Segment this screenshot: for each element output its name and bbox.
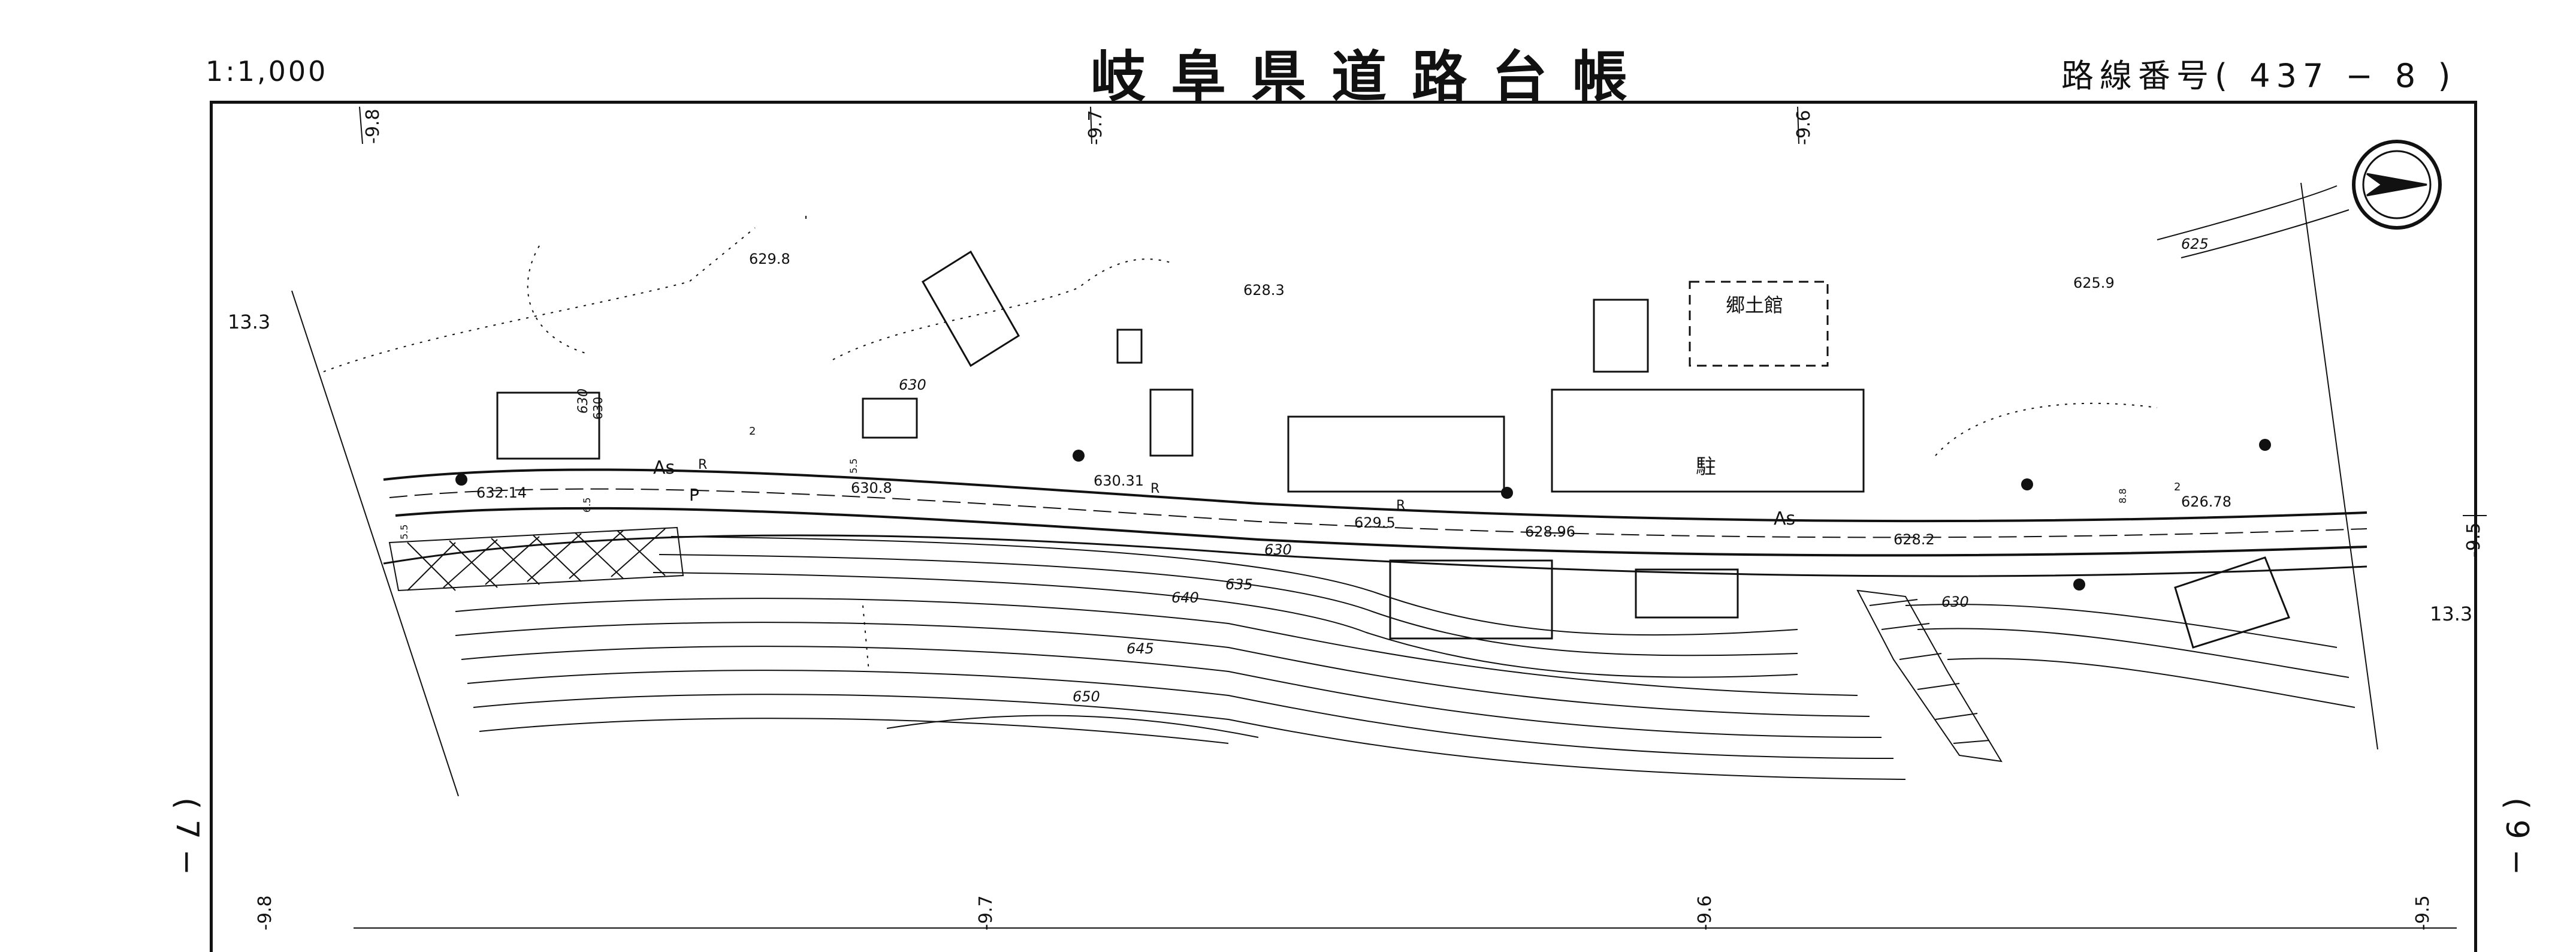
map-labels: 629.8 628.3 625.9 632.14 630.8 630.31 62… — [228, 109, 2484, 930]
elev-630-8: 630.8 — [851, 480, 892, 496]
survey-boundary — [291, 182, 2378, 797]
contour-645: 645 — [1127, 640, 1154, 657]
map-title: 岐阜県道路台帳 — [1091, 45, 1653, 109]
surface-as-west: As — [653, 457, 675, 478]
mark-5-5b: 5.5 — [848, 459, 859, 474]
grid-ticks — [354, 106, 2487, 929]
mark-2-west: 2 — [749, 425, 756, 438]
contour-630-c: 630 — [1941, 594, 1969, 610]
contour-630-d: 630 — [576, 388, 591, 414]
left-sheet-label: ( 7 − — [169, 797, 205, 875]
surface-p: P — [689, 485, 699, 505]
route-label: 路線番号 — [2061, 57, 2215, 95]
surface-r-3: R — [1396, 498, 1405, 513]
elev-628-96: 628.96 — [1525, 523, 1575, 540]
contour-625: 625 — [2181, 236, 2209, 252]
grid-bottom-4: -9.5 — [2412, 895, 2433, 930]
mark-630-wall: 630 — [591, 397, 605, 420]
elev-629-5: 629.5 — [1354, 514, 1396, 531]
road-lines — [383, 468, 2367, 577]
map-frame — [210, 101, 2477, 952]
lot-boundaries — [323, 227, 2158, 672]
elev-628-3: 628.3 — [1243, 282, 1285, 299]
grid-top-1: -9.8 — [363, 109, 383, 144]
route-close: ) — [2438, 57, 2457, 95]
elev-626-78: 626.78 — [2181, 493, 2231, 510]
mark-2-east: 2 — [2174, 481, 2181, 493]
buildings — [496, 250, 2290, 649]
route-number: 路線番号( 437 − 8 ) — [2061, 49, 2457, 97]
elev-629-8: 629.8 — [749, 251, 790, 267]
building-label-kyodokan: 郷土館 — [1726, 294, 1783, 317]
grid-bottom-1: -9.8 — [255, 895, 276, 930]
grid-left-mark: 13.3 — [228, 311, 270, 333]
grid-bottom-2: -9.7 — [976, 895, 996, 930]
route-sheet: 8 — [2394, 57, 2422, 95]
route-dash: − — [2345, 57, 2379, 95]
elev-630-31: 630.31 — [1094, 472, 1144, 489]
surface-r-1: R — [698, 457, 707, 472]
contour-630-b: 630 — [1264, 541, 1292, 558]
north-arrow-icon — [2352, 140, 2442, 230]
grid-top-2: -9.7 — [1085, 110, 1106, 145]
elev-625-9: 625.9 — [2073, 275, 2115, 291]
right-sheet-label: ( 9 − — [2499, 797, 2535, 875]
grid-top-3: -9.6 — [1793, 110, 1814, 145]
grid-right-mark: 13.3 — [2430, 602, 2472, 625]
surface-as-east: As — [1774, 508, 1795, 529]
grid-right-top: -9.5 — [2463, 522, 2484, 558]
map-scale: 1:1,000 — [206, 55, 328, 88]
contour-lines — [455, 185, 2355, 780]
contour-630-a: 630 — [899, 376, 926, 393]
route-number-value: 437 — [2249, 57, 2330, 95]
mark-5-5: 5.5 — [398, 525, 410, 540]
curb-markers — [455, 439, 2271, 591]
contour-640: 640 — [1171, 589, 1199, 606]
mark-8-8: 8.8 — [2117, 489, 2128, 504]
route-open: ( — [2215, 57, 2234, 95]
mark-6-5: 6.5 — [581, 498, 593, 513]
contour-650: 650 — [1073, 688, 1100, 705]
parking-symbol: 駐 — [1696, 455, 1716, 479]
elev-628-2: 628.2 — [1894, 531, 1935, 548]
contour-635: 635 — [1225, 576, 1253, 593]
elev-632-14: 632.14 — [476, 484, 527, 501]
grid-bottom-3: -9.6 — [1695, 895, 1716, 930]
surface-r-2: R — [1150, 481, 1159, 496]
embankment-hatch — [388, 526, 2003, 763]
